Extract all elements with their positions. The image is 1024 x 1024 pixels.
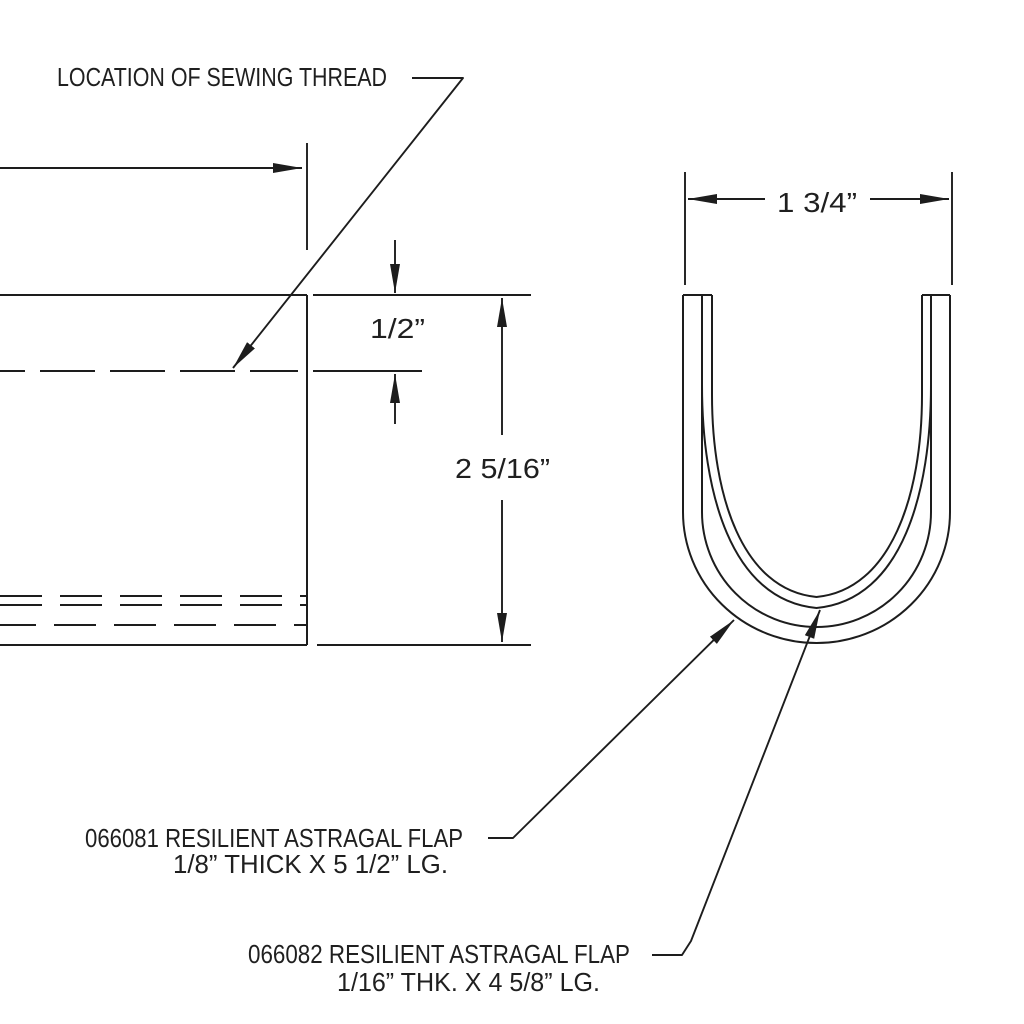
channel-width-dimension [684,172,953,285]
sewing-thread-leader-line [232,77,464,369]
thin-flap-inner-profile [711,295,923,598]
thick-flap-inner-profile [701,295,932,628]
line-work [0,77,953,956]
flap-066082-callout-line2: 1/16” THK. X 4 5/8” LG. [337,967,600,997]
annotation-text: LOCATION OF SEWING THREAD 1/2” 2 5/16” 1… [57,62,857,997]
flap-066081-callout-line2: 1/8” THICK X 5 1/2” LG. [173,849,448,879]
flap-066081-callout-line1: 066081 RESILIENT ASTRAGAL FLAP [85,823,463,853]
flap-066081-leader-line [488,619,735,839]
sewing-thread-callout: LOCATION OF SEWING THREAD [57,62,387,92]
u-channel-section-view [682,294,951,644]
flap-side-view [0,294,308,646]
section-height-dimension-text: 2 5/16” [455,453,550,484]
flap-066082-leader-line [652,609,821,956]
flap-offset-dimension-text: 1/2” [370,313,425,344]
thick-flap-outer-profile [682,295,951,644]
flap-066082-callout-line1: 066082 RESILIENT ASTRAGAL FLAP [248,939,630,969]
part-callout-leaders [488,609,821,956]
left-view-dimensions [0,77,531,646]
thin-flap-outer-profile [701,384,932,609]
channel-width-dimension-text: 1 3/4” [777,187,857,218]
